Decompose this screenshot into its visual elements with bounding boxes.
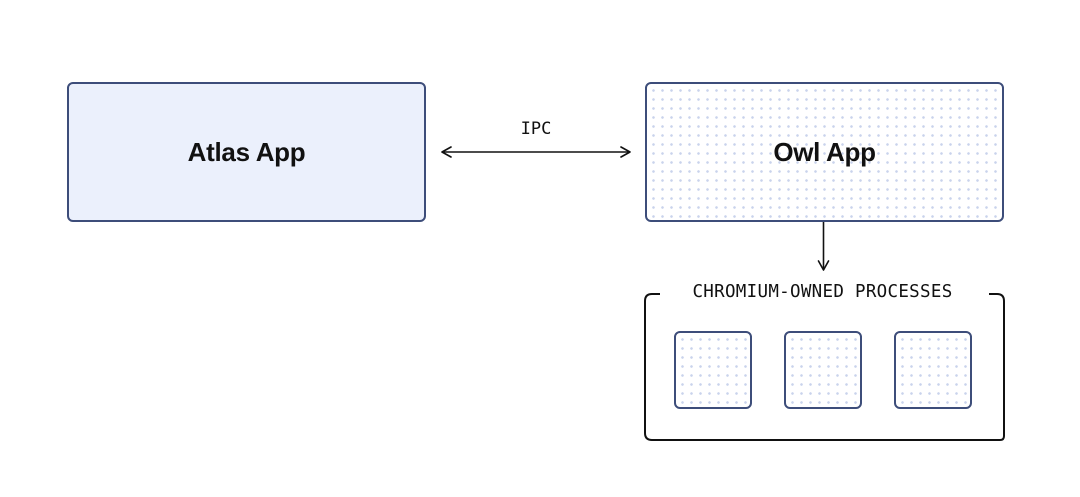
process-node xyxy=(894,331,972,409)
process-node xyxy=(674,331,752,409)
process-node xyxy=(784,331,862,409)
atlas-app-label: Atlas App xyxy=(187,136,306,167)
owl-app-label: Owl App xyxy=(773,136,876,167)
group-bracket xyxy=(644,293,1005,441)
chromium-processes-label: CHROMIUM-OWNED PROCESSES xyxy=(665,282,980,302)
owl-app-node: Owl App xyxy=(645,82,1004,222)
ipc-label: IPC xyxy=(520,119,552,139)
atlas-app-node: Atlas App xyxy=(67,82,426,222)
